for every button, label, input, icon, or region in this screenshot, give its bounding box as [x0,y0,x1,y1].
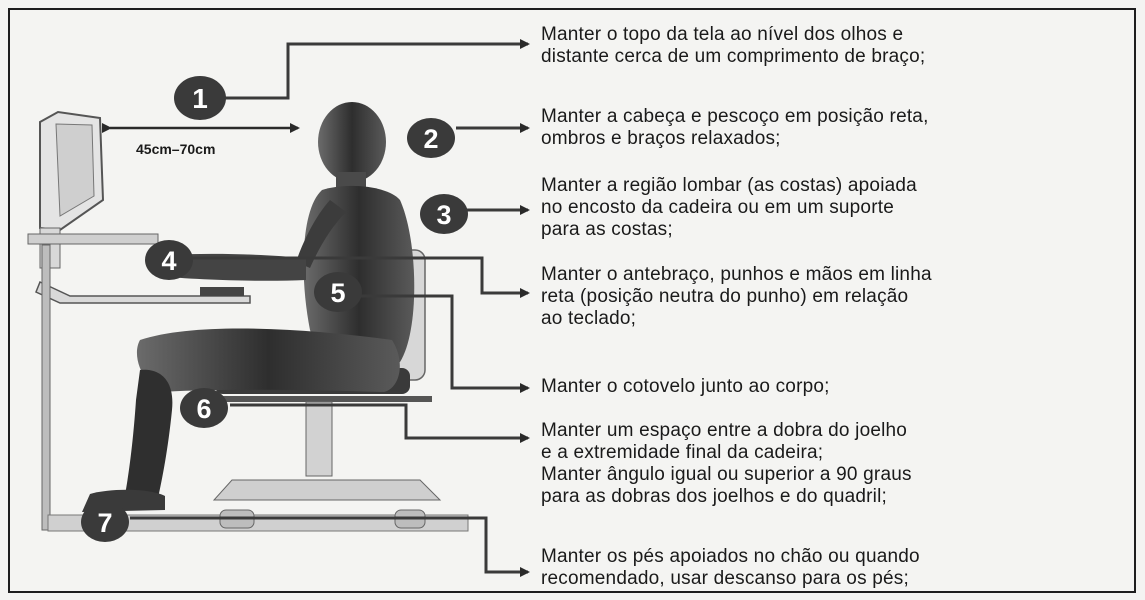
badge-5-number: 5 [330,278,345,308]
desk-leg [41,244,51,531]
instruction-2: Manter a cabeça e pescoço em posição ret… [541,106,929,150]
instruction-2-line: ombros e braços relaxados; [541,128,781,149]
badge-2-number: 2 [423,124,438,154]
badge-4: 4 [145,240,193,280]
badge-5: 5 [314,272,362,312]
instruction-2-line: Manter a cabeça e pescoço em posição ret… [541,106,929,127]
instruction-1-line: distante cerca de um comprimento de braç… [541,46,926,67]
leader-lines [130,39,530,577]
person-lower-leg [124,369,173,500]
badge-3: 3 [420,194,468,234]
instruction-3: Manter a região lombar (as costas) apoia… [541,175,917,241]
person-upper-arm [296,200,346,268]
chair-base [212,479,442,501]
chair-seat-edge [200,396,432,402]
instruction-7-line: Manter os pés apoiados no chão ou quando [541,546,920,567]
instruction-6-line: Manter um espaço entre a dobra do joelho [541,420,908,441]
instruction-1: Manter o topo da tela ao nível dos olhos… [541,24,925,68]
leader-line-5 [358,294,530,393]
leader-line-6 [230,403,530,443]
instruction-6-line: Manter ângulo igual ou superior a 90 gra… [541,464,912,485]
instruction-4-line: reta (posição neutra do punho) em relaçã… [541,286,909,307]
person-forearm [156,253,306,281]
badge-4-number: 4 [161,246,176,276]
instruction-6-line: para as dobras dos joelhos e do quadril; [541,486,888,507]
badge-2: 2 [407,118,455,158]
badge-6-number: 6 [196,394,211,424]
chair-column [305,401,333,477]
figure-border [8,8,1136,593]
person-thigh [136,328,400,392]
keyboard-tray [35,280,251,304]
instruction-3-line: no encosto da cadeira ou em um suporte [541,197,894,218]
person-head [318,102,386,182]
instruction-5-line: Manter o cotovelo junto ao corpo; [541,376,830,397]
instruction-6-line: e a extremidade final da cadeira; [541,442,824,463]
instruction-7: Manter os pés apoiados no chão ou quando… [541,546,920,590]
badge-7-number: 7 [97,508,112,538]
leader-line-7 [130,516,530,577]
seated-person [82,102,415,512]
instruction-1-line: Manter o topo da tela ao nível dos olhos… [541,24,904,45]
desk-and-monitor [27,110,469,532]
desk-top [27,233,159,245]
instruction-5: Manter o cotovelo junto ao corpo; [541,376,830,398]
badge-1: 1 [174,76,226,120]
instruction-4: Manter o antebraço, punhos e mãos em lin… [541,264,932,330]
keyboard [200,287,244,296]
leader-line-4 [190,256,530,298]
badge-3-number: 3 [436,200,451,230]
badge-6: 6 [180,388,228,428]
person-torso [303,185,415,366]
monitor-screen [55,123,95,217]
distance-label: 45cm–70cm [136,141,216,157]
instruction-7-line: recomendado, usar descanso para os pés; [541,568,909,589]
badge-1-number: 1 [192,83,208,114]
leader-line-1 [222,39,530,100]
instruction-4-line: Manter o antebraço, punhos e mãos em lin… [541,264,932,285]
badge-7: 7 [81,502,129,542]
instruction-3-line: Manter a região lombar (as costas) apoia… [541,175,917,196]
instruction-3-line: para as costas; [541,219,673,240]
instruction-6: Manter um espaço entre a dobra do joelho… [541,420,912,508]
instruction-4-line: ao teclado; [541,308,637,329]
